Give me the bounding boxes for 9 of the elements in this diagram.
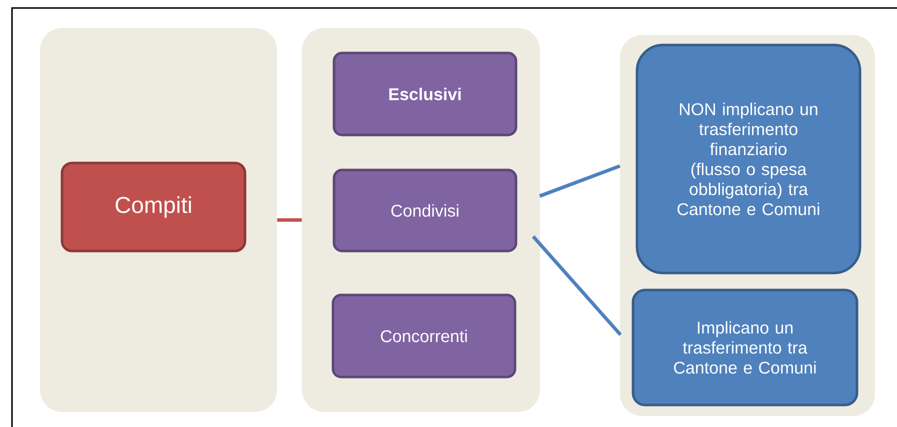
- connector-line: [277, 218, 302, 222]
- process-box: NON implicano un trasferimento finanziario (flusso o spesa obbligatoria) tra Cantone e Comuni: [636, 44, 862, 274]
- process-box: Esclusivi: [332, 52, 518, 136]
- process-box: Implicano un trasferimento tra Cantone e Comuni: [632, 288, 858, 406]
- process-box: Condivisi: [332, 168, 518, 252]
- connector-line: [532, 235, 622, 336]
- process-box: Compiti: [60, 162, 246, 252]
- connector-line: [539, 164, 620, 198]
- process-box: Concorrenti: [332, 294, 516, 378]
